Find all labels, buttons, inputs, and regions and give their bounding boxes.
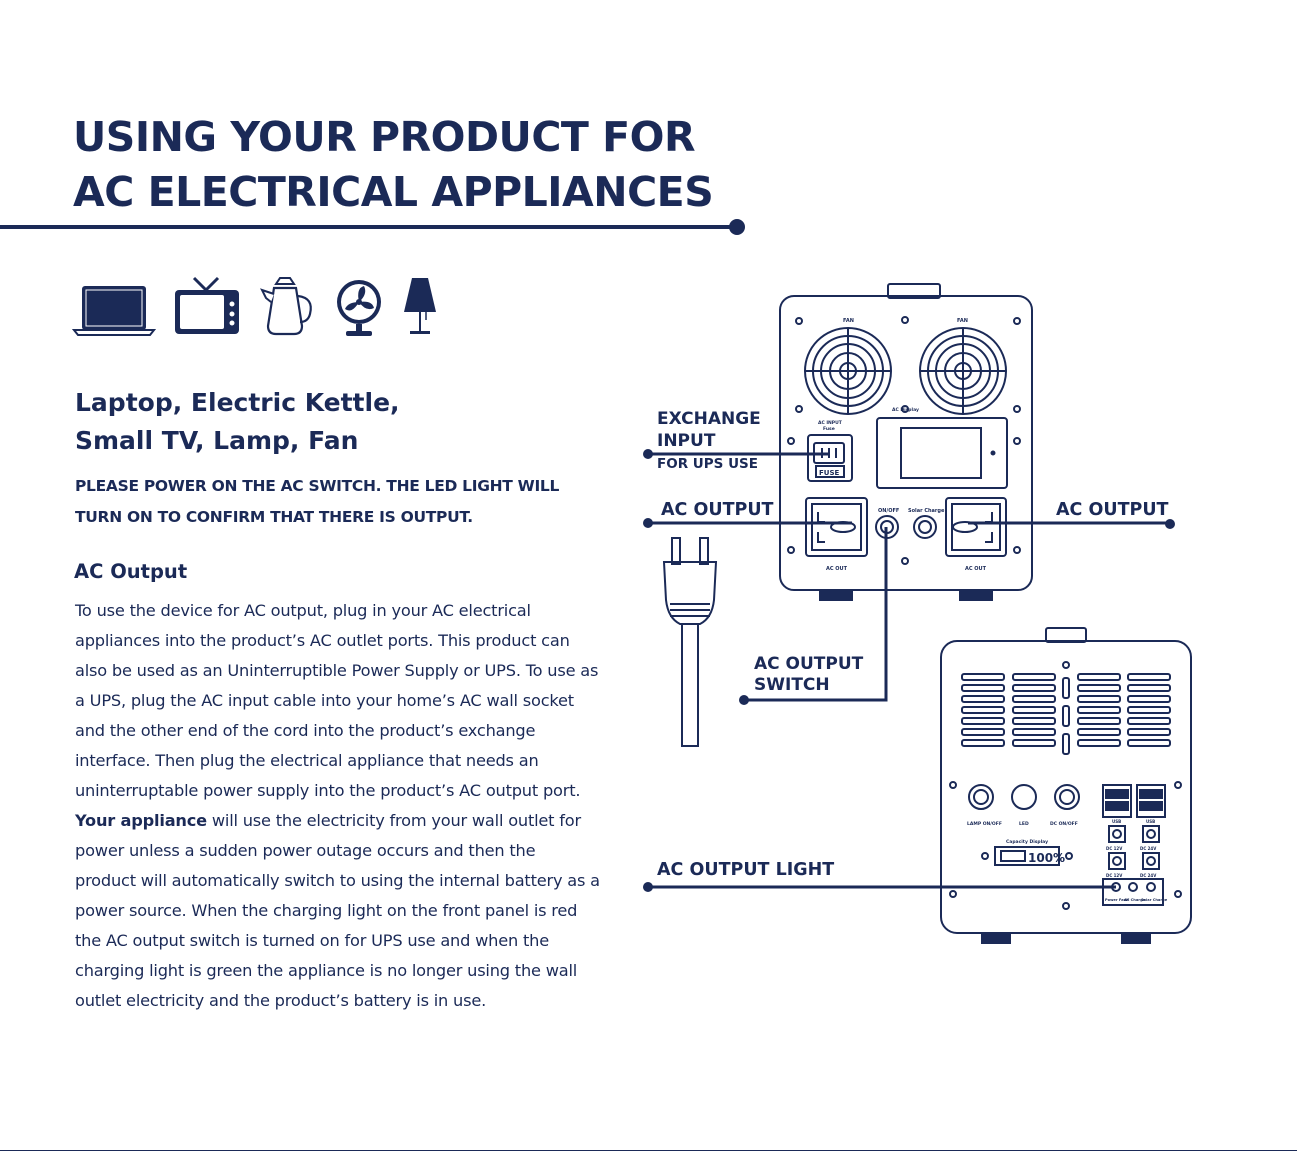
label-dc-24v-a: DC 24V bbox=[1140, 846, 1157, 851]
leader-dot bbox=[643, 518, 653, 528]
callout-switch-line-2: SWITCH bbox=[754, 675, 830, 695]
leader-dot bbox=[1165, 519, 1175, 529]
fan-grille-right bbox=[919, 327, 1007, 415]
kettle-icon bbox=[260, 277, 312, 336]
exchange-input-socket bbox=[807, 434, 853, 482]
subtitle-line-2: Small TV, Lamp, Fan bbox=[75, 426, 359, 455]
body-line: To use the device for AC output, plug in… bbox=[75, 601, 531, 620]
label-ac-input: AC INPUT bbox=[818, 420, 843, 426]
subtitle-line-1: Laptop, Electric Kettle, bbox=[75, 388, 400, 417]
label-ac-out-right: AC OUT bbox=[965, 566, 987, 572]
label-solar-charge: Solar Charge bbox=[908, 508, 945, 514]
instruction-line-2: TURN ON TO CONFIRM THAT THERE IS OUTPUT. bbox=[75, 508, 473, 526]
bottom-divider bbox=[0, 1150, 1297, 1151]
label-power-fault: Power Fault bbox=[1105, 898, 1129, 902]
ac-outlet-left bbox=[805, 497, 868, 557]
label-lamp-on-off: LAMP ON/OFF bbox=[967, 821, 1002, 827]
callout-exchange-line-1: EXCHANGE bbox=[657, 409, 761, 429]
label-ac-charge: AC Charge bbox=[1124, 898, 1146, 902]
body-line: a UPS, plug the AC input cable into your… bbox=[75, 691, 574, 710]
ac-output-switch-knob bbox=[875, 515, 899, 539]
label-dc-24v-b: DC 24V bbox=[1140, 873, 1157, 878]
instruction-line-1: PLEASE POWER ON THE AC SWITCH. THE LED L… bbox=[75, 477, 560, 495]
label-ac-display: AC Display bbox=[892, 407, 919, 413]
label-fan-right: FAN bbox=[957, 318, 968, 324]
body-line: product will automatically switch to usi… bbox=[75, 871, 600, 890]
front-vents bbox=[961, 673, 1171, 755]
page-title-line-1: USING YOUR PRODUCT FOR bbox=[73, 113, 696, 161]
body-line: Your appliance will use the electricity … bbox=[75, 806, 645, 836]
title-underline-dot bbox=[729, 219, 745, 235]
label-capacity-value: 100% bbox=[1028, 851, 1065, 865]
appliance-subtitle: Laptop, Electric Kettle, Small TV, Lamp,… bbox=[75, 384, 635, 460]
section-heading: AC Output bbox=[74, 560, 188, 583]
body-line: power unless a sudden power outage occur… bbox=[75, 841, 536, 860]
callout-ac-output-light: AC OUTPUT LIGHT bbox=[657, 860, 835, 880]
callout-exchange-input: EXCHANGE INPUT bbox=[657, 408, 761, 452]
label-dc-on-off: DC ON/OFF bbox=[1050, 821, 1078, 827]
body-line: uninterruptable power supply into the pr… bbox=[75, 781, 581, 800]
body-line: power source. When the charging light on… bbox=[75, 901, 578, 920]
leader-dot bbox=[739, 695, 749, 705]
laptop-icon bbox=[72, 286, 156, 336]
label-on-off: ON/OFF bbox=[878, 508, 899, 514]
page-title-line-2: AC ELECTRICAL APPLIANCES bbox=[73, 168, 714, 216]
label-capacity-display: Capacity Display bbox=[1006, 839, 1048, 845]
callout-ac-output-left: AC OUTPUT bbox=[661, 500, 774, 520]
ac-plug bbox=[662, 537, 718, 747]
label-dc-12v-a: DC 12V bbox=[1106, 846, 1123, 851]
callout-ups-use: FOR UPS USE bbox=[657, 456, 758, 472]
body-line: appliances into the product’s AC outlet … bbox=[75, 631, 570, 650]
front-panel bbox=[940, 627, 1192, 944]
callout-switch-line-1: AC OUTPUT bbox=[754, 654, 864, 674]
label-dc-12v-b: DC 12V bbox=[1106, 873, 1123, 878]
tv-icon bbox=[175, 276, 239, 334]
label-fuse: FUSE bbox=[819, 469, 840, 477]
appliance-icons bbox=[72, 274, 452, 338]
fan-icon bbox=[337, 280, 381, 336]
callout-ac-output-switch: AC OUTPUT SWITCH bbox=[754, 654, 863, 696]
capacity-display bbox=[981, 846, 1073, 866]
back-panel bbox=[779, 283, 1033, 601]
label-ac-out-left: AC OUT bbox=[826, 566, 848, 572]
power-on-instruction: PLEASE POWER ON THE AC SWITCH. THE LED L… bbox=[75, 471, 635, 533]
body-line: and the other end of the cord into the p… bbox=[75, 721, 536, 740]
body-line: interface. Then plug the electrical appl… bbox=[75, 751, 539, 770]
page-title: USING YOUR PRODUCT FOR AC ELECTRICAL APP… bbox=[73, 110, 773, 220]
body-line: charging light is green the appliance is… bbox=[75, 961, 578, 980]
body-line: the AC output switch is turned on for UP… bbox=[75, 931, 549, 950]
label-usb-2: USB bbox=[1146, 819, 1155, 824]
callout-exchange-line-2: INPUT bbox=[657, 431, 716, 451]
body-line: outlet electricity and the product’s bat… bbox=[75, 991, 487, 1010]
label-fuse-small: Fuse bbox=[823, 426, 835, 432]
label-led: LED bbox=[1019, 821, 1029, 827]
ac-outlet-right bbox=[945, 497, 1007, 557]
solar-charge-port bbox=[913, 515, 937, 539]
leader-dot bbox=[643, 449, 653, 459]
body-strong-phrase: Your appliance bbox=[75, 811, 207, 830]
body-line: also be used as an Uninterruptible Power… bbox=[75, 661, 599, 680]
label-solar-charge-front: Solar Charge bbox=[1141, 898, 1168, 902]
section-body: To use the device for AC output, plug in… bbox=[75, 596, 645, 1016]
ac-display-screen bbox=[876, 417, 1008, 489]
fan-grille-left bbox=[804, 327, 892, 415]
title-underline bbox=[0, 225, 737, 229]
lamp-icon bbox=[404, 278, 436, 334]
body-line-rest: will use the electricity from your wall … bbox=[206, 811, 581, 830]
indicator-light-block bbox=[1102, 878, 1164, 906]
label-fan-left: FAN bbox=[843, 318, 854, 324]
callout-ac-output-right: AC OUTPUT bbox=[1056, 500, 1169, 520]
label-usb-1: USB bbox=[1112, 819, 1121, 824]
